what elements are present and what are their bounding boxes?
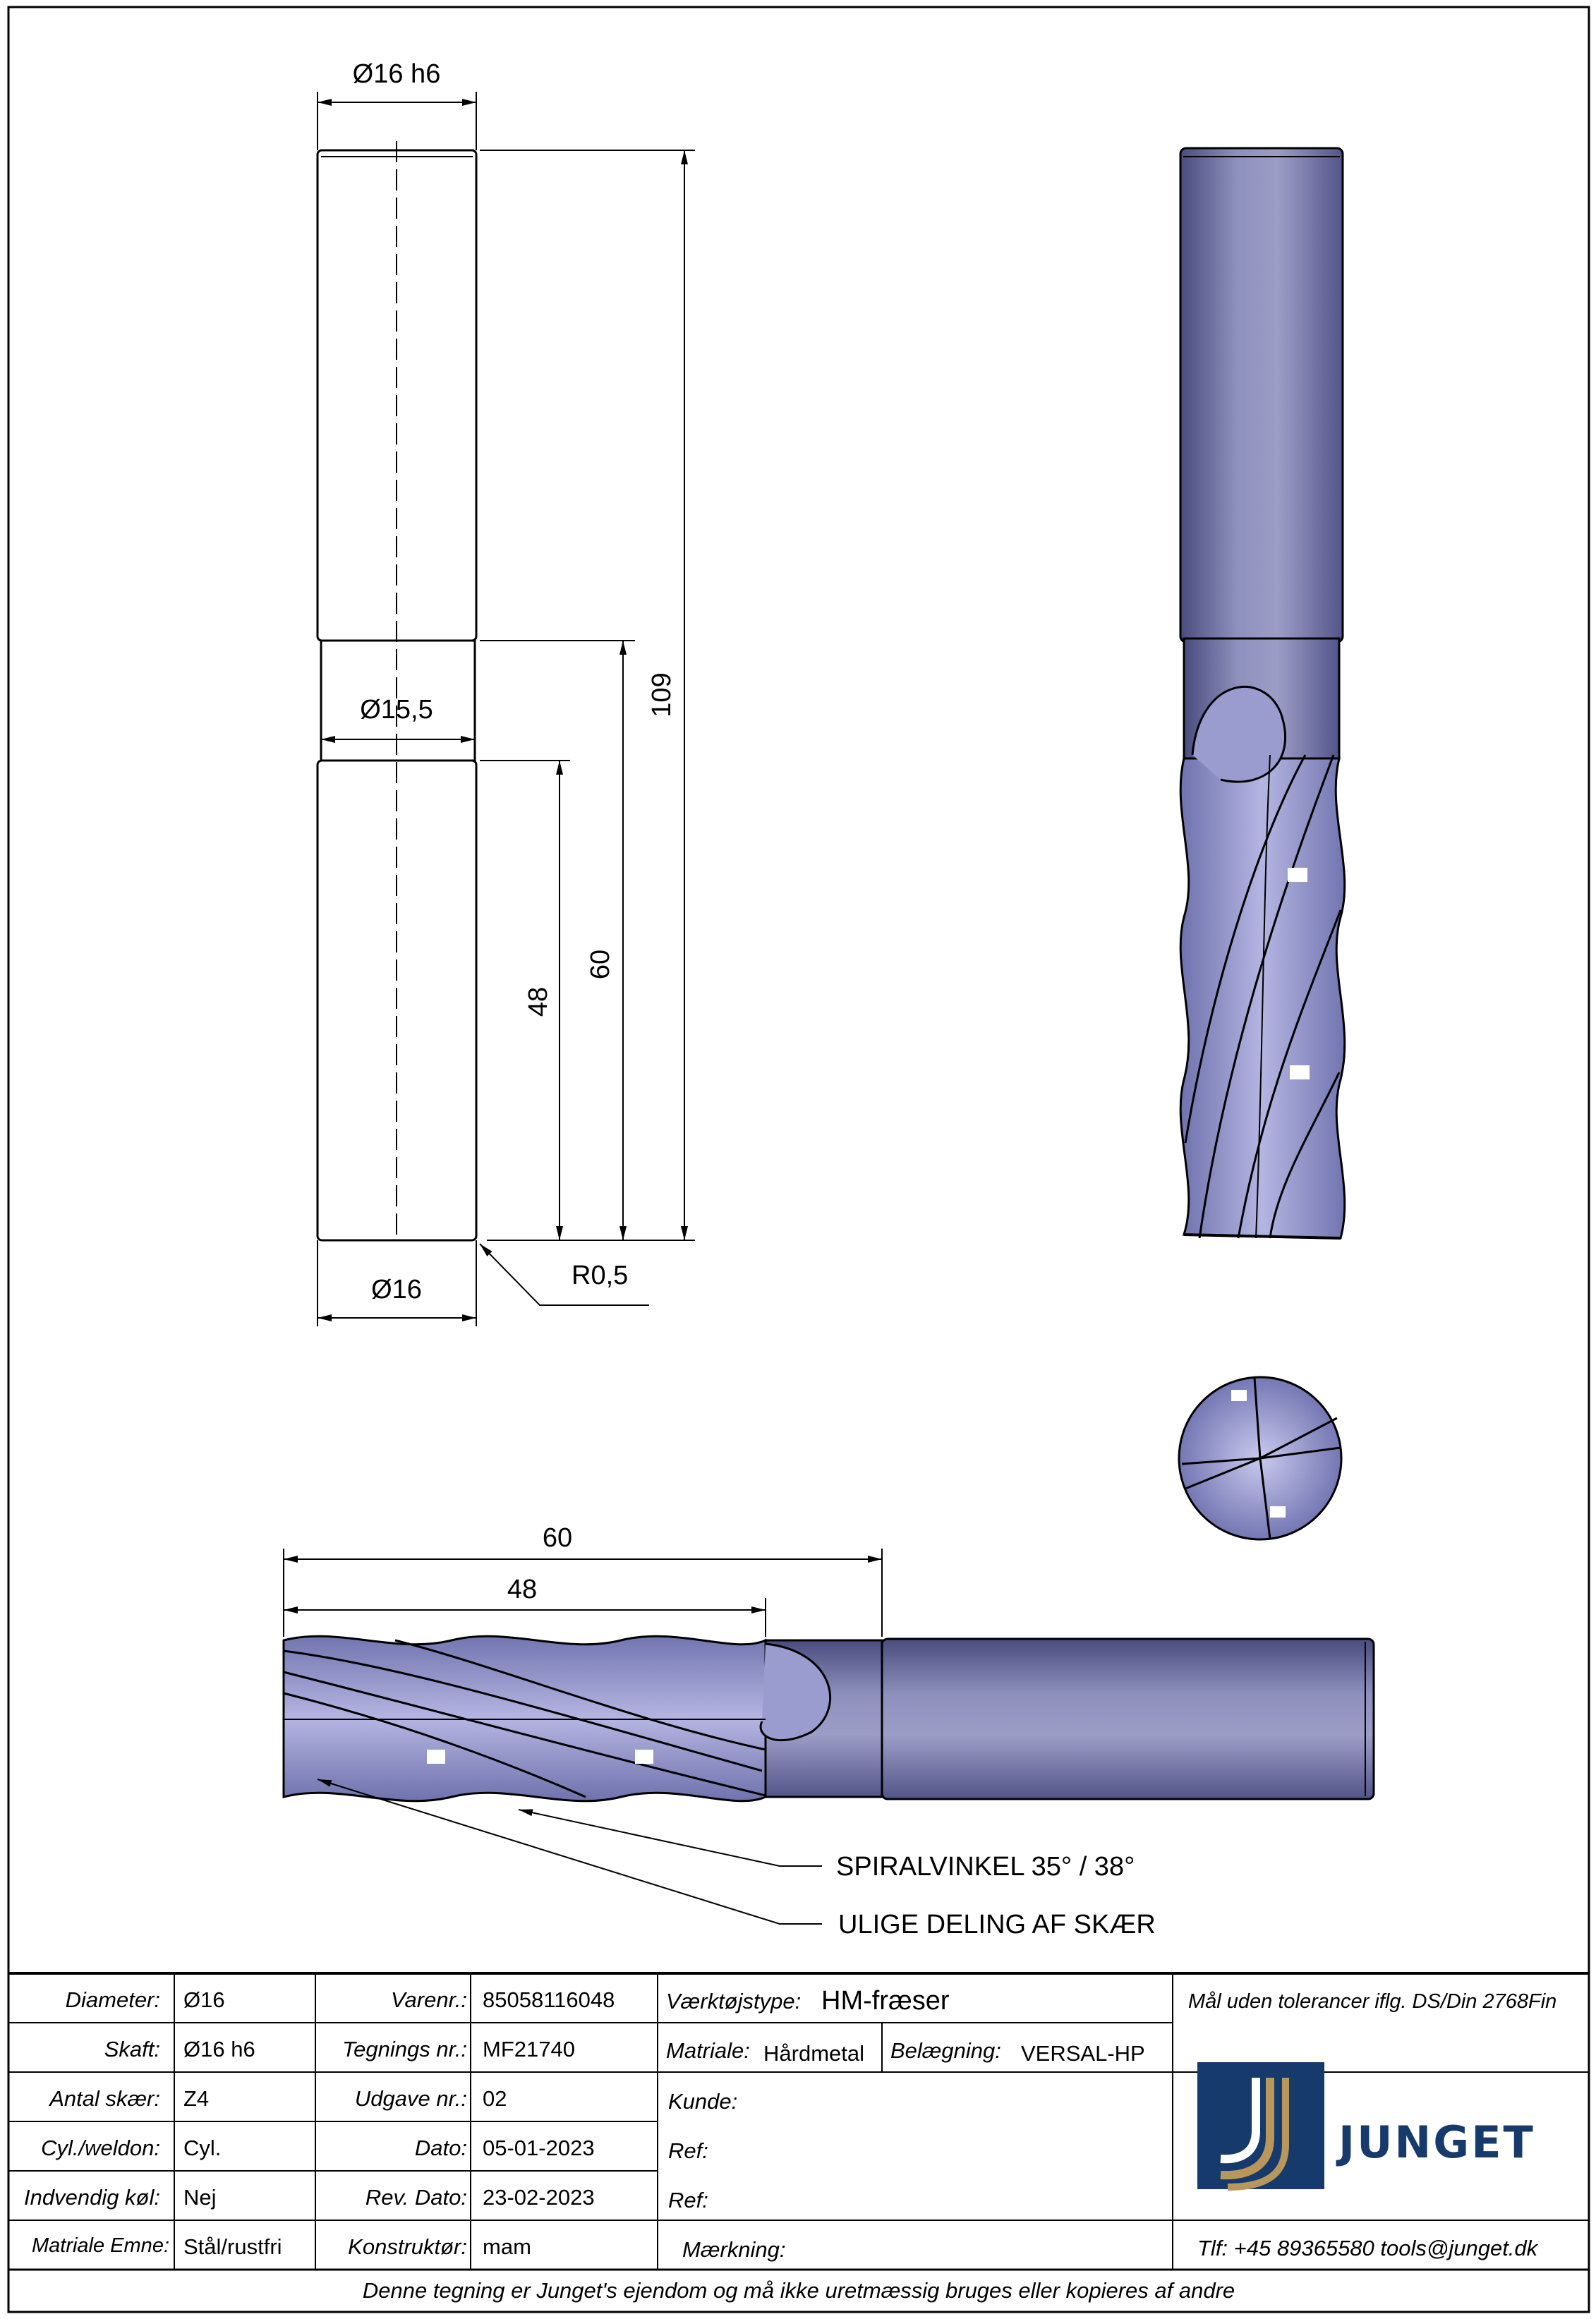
label-marking: Mærkning: bbox=[682, 2237, 786, 2262]
ownership-footer: Denne tegning er Junget's ejendom og må … bbox=[362, 2278, 1235, 2303]
render-end-view bbox=[1178, 1376, 1343, 1541]
label-ref-2: Ref: bbox=[668, 2188, 708, 2212]
dim-corner-radius: R0,5 bbox=[572, 1261, 628, 1290]
value-designer: mam bbox=[483, 2234, 531, 2259]
junget-logo bbox=[1197, 2062, 1324, 2191]
dim-h-cut-length: 48 bbox=[507, 1575, 537, 1604]
value-date: 05-01-2023 bbox=[483, 2136, 595, 2160]
label-flutes: Antal skær: bbox=[49, 2086, 160, 2111]
render-h-shank bbox=[881, 1637, 1375, 1800]
value-rev-date: 23-02-2023 bbox=[483, 2185, 595, 2210]
value-workpiece-material: Stål/rustfri bbox=[183, 2234, 282, 2259]
contact-info: Tlf: +45 89365580 tools@junget.dk bbox=[1197, 2236, 1538, 2260]
dim-total-length: 109 bbox=[647, 672, 677, 717]
render-horizontal bbox=[282, 1635, 1375, 1803]
value-drawing-no: MF21740 bbox=[483, 2037, 575, 2061]
label-tool-type: Værktøjstype: bbox=[666, 1989, 802, 2014]
label-customer: Kunde: bbox=[668, 2089, 738, 2114]
label-workpiece-material: Matriale Emne: bbox=[31, 2234, 169, 2257]
label-edition: Udgave nr.: bbox=[354, 2086, 467, 2111]
side-view bbox=[316, 141, 478, 1242]
side-dimensions bbox=[317, 92, 695, 1326]
value-internal-coolant: Nej bbox=[183, 2185, 217, 2210]
label-shank: Skaft: bbox=[104, 2037, 160, 2061]
dim-neck-length: 60 bbox=[586, 950, 615, 979]
label-coating: Belægning: bbox=[890, 2038, 1001, 2063]
value-diameter: Ø16 bbox=[183, 1987, 225, 2012]
label-ref-1: Ref: bbox=[668, 2138, 708, 2163]
label-designer: Konstruktør: bbox=[348, 2234, 467, 2259]
value-item-no: 85058116048 bbox=[483, 1987, 615, 2012]
label-date: Dato: bbox=[414, 2136, 467, 2160]
title-block-grid bbox=[8, 1972, 1589, 2313]
dim-neck-diameter: Ø15,5 bbox=[360, 695, 433, 725]
label-material: Matriale: bbox=[666, 2038, 750, 2063]
dim-h-neck-length: 60 bbox=[543, 1523, 572, 1553]
value-coating: VERSAL-HP bbox=[1021, 2041, 1145, 2066]
cutter-outline bbox=[316, 759, 478, 1242]
tolerance-note: Mål uden tolerancer iflg. DS/Din 2768Fin bbox=[1188, 1990, 1557, 2013]
label-cyl-weldon: Cyl./weldon: bbox=[41, 2136, 160, 2160]
value-edition: 02 bbox=[483, 2086, 507, 2111]
dim-cut-length: 48 bbox=[524, 987, 553, 1017]
bottom-dim-text: 60 48 SPIRALVINKEL 35° / 38° ULIGE DELIN… bbox=[507, 1523, 1156, 1939]
label-diameter: Diameter: bbox=[65, 1987, 160, 2012]
value-shank: Ø16 h6 bbox=[183, 2037, 255, 2061]
value-cyl-weldon: Cyl. bbox=[183, 2136, 222, 2160]
label-internal-coolant: Indvendig køl: bbox=[24, 2185, 160, 2210]
label-item-no: Varenr.: bbox=[391, 1987, 467, 2012]
value-tool-type: HM-fræser bbox=[821, 1986, 950, 2016]
callout-unequal-pitch: ULIGE DELING AF SKÆR bbox=[838, 1910, 1156, 1939]
render-shank bbox=[1179, 147, 1344, 643]
callout-helix-angle: SPIRALVINKEL 35° / 38° bbox=[836, 1852, 1135, 1882]
dim-cutter-diameter: Ø16 bbox=[371, 1275, 422, 1304]
value-material: Hårdmetal bbox=[763, 2041, 864, 2066]
render-vertical bbox=[1179, 147, 1346, 1240]
label-drawing-no: Tegnings nr.: bbox=[342, 2037, 467, 2061]
bottom-dimensions bbox=[283, 1549, 883, 1925]
side-dim-text: Ø16 h6 Ø15,5 Ø16 109 60 48 R0,5 bbox=[353, 59, 677, 1304]
company-name: JUNGET bbox=[1338, 2117, 1535, 2168]
drawing-border bbox=[7, 6, 1590, 2313]
label-rev-date: Rev. Dato: bbox=[365, 2185, 467, 2210]
value-flutes: Z4 bbox=[183, 2086, 210, 2111]
dim-shank-diameter: Ø16 h6 bbox=[353, 59, 441, 89]
title-block: Diameter: Ø16 Varenr.: 85058116048 Skaft… bbox=[8, 1973, 1589, 2312]
